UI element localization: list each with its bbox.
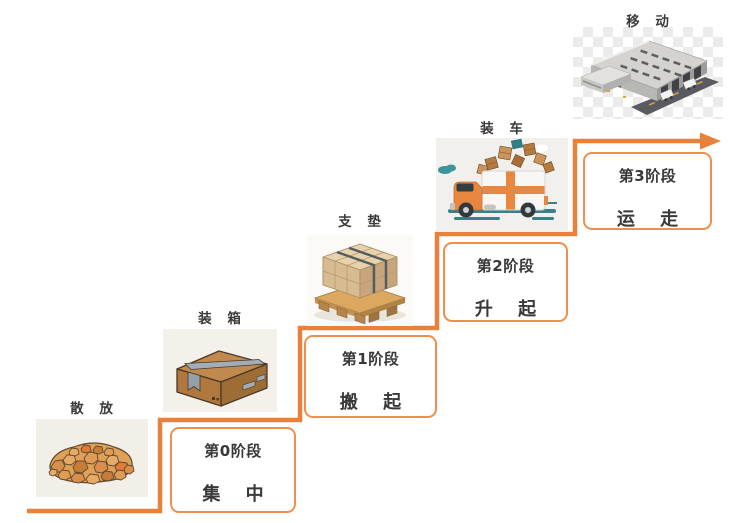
truck-illustration: [436, 138, 568, 232]
pallet-stack-illustration: [307, 235, 413, 326]
flying-boxes: [476, 138, 555, 176]
stage-0-title: 第0阶段: [204, 442, 262, 460]
stage-0-action: 集 中: [202, 484, 264, 505]
stage-2-title: 第2阶段: [476, 257, 535, 275]
item-label-boxed: 装 箱: [198, 311, 242, 327]
scattered-pile-illustration: [36, 419, 148, 497]
palletized-boxes-image: [307, 235, 413, 326]
loading-truck-image: [436, 138, 568, 232]
item-label-scattered: 散 放: [70, 401, 114, 417]
stage-2-action: 升 起: [474, 299, 537, 320]
stage-box-0: 第0阶段 集 中: [170, 427, 296, 513]
stage-box-1: 第1阶段 搬 起: [304, 335, 437, 418]
flow-arrow-icon: [700, 132, 721, 150]
item-label-move: 移 动: [626, 14, 670, 30]
stage-3-title: 第3阶段: [618, 167, 677, 185]
stage-3-action: 运 走: [616, 209, 679, 230]
stage-box-3: 第3阶段 运 走: [583, 152, 712, 230]
cardboard-box-illustration: [163, 329, 277, 412]
stage-1-action: 搬 起: [339, 392, 402, 413]
warehouse-building-image: [573, 27, 723, 119]
cardboard-box-image: [163, 329, 277, 412]
stage-box-2: 第2阶段 升 起: [443, 242, 568, 322]
warehouse-illustration: [580, 40, 719, 115]
item-label-pallet: 支 垫: [338, 214, 382, 230]
stage-1-title: 第1阶段: [341, 350, 400, 368]
scattered-parts-pile-image: [36, 419, 148, 497]
item-label-truck: 装 车: [480, 121, 524, 137]
